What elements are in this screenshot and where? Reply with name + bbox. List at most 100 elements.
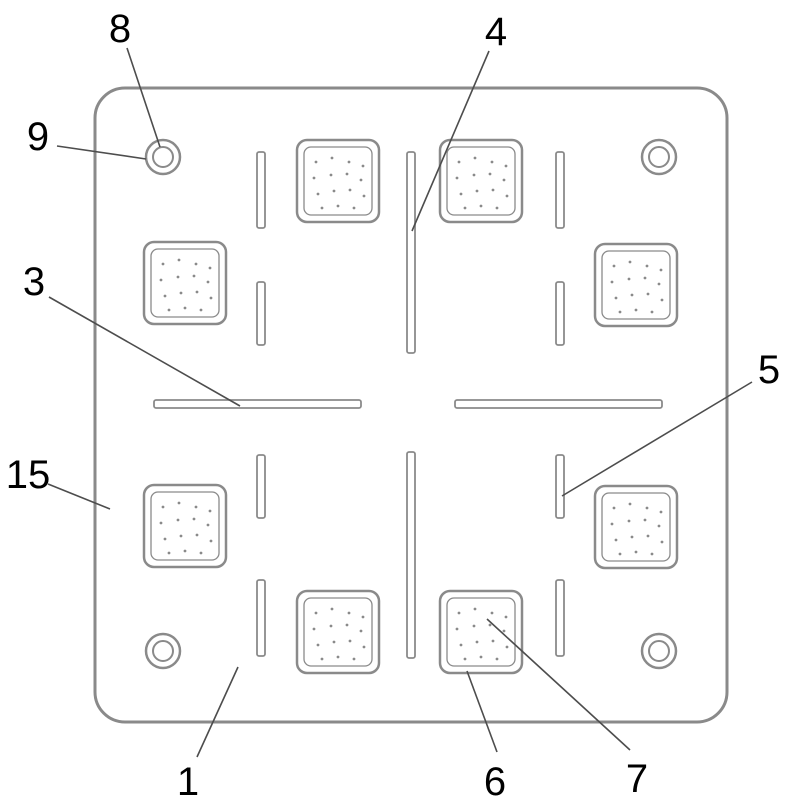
label-6: 6 xyxy=(484,760,506,800)
pad-dot xyxy=(643,518,647,522)
leader-line-4 xyxy=(411,50,490,232)
pad-dot xyxy=(659,510,663,514)
pad-dot xyxy=(163,537,167,541)
pad-dot xyxy=(614,538,618,542)
slot-horizontal-1 xyxy=(454,399,663,409)
pad-outer-1 xyxy=(438,138,524,224)
pad-dot xyxy=(660,298,664,302)
leader-line-1 xyxy=(196,666,239,758)
pad-dot xyxy=(329,624,333,628)
pad-dot xyxy=(650,310,654,314)
pad-dot xyxy=(194,262,198,266)
pad-dot xyxy=(495,206,499,210)
pad-outer-4 xyxy=(142,483,228,569)
pad-dot xyxy=(347,611,351,615)
pad-dot xyxy=(488,623,492,627)
pad-dot xyxy=(159,521,163,525)
mounting-plate xyxy=(93,86,729,724)
pad-inner-5 xyxy=(601,492,671,562)
pad-outer-6 xyxy=(295,589,381,675)
pad-dot xyxy=(192,274,196,278)
pad-dot xyxy=(488,172,492,176)
leader-line-5 xyxy=(561,381,753,497)
pad-dot xyxy=(627,519,631,523)
pad-dot xyxy=(348,188,352,192)
pad-dot xyxy=(167,308,171,312)
pad-dot xyxy=(195,290,199,294)
pad-dot xyxy=(502,629,506,633)
label-3: 3 xyxy=(23,260,45,304)
pad-dot xyxy=(618,552,622,556)
pad-dot xyxy=(634,308,638,312)
slot-vertical-7 xyxy=(555,579,565,657)
pad-dot xyxy=(163,294,167,298)
pad-dot xyxy=(362,194,366,198)
pad-dot xyxy=(495,657,499,661)
leader-line-15 xyxy=(47,483,111,510)
pad-dot xyxy=(320,206,324,210)
pad-dot xyxy=(475,640,479,644)
pad-dot xyxy=(614,296,618,300)
pad-dot xyxy=(352,206,356,210)
corner-hole-inner-3 xyxy=(648,640,670,662)
pad-dot xyxy=(199,551,203,555)
pad-dot xyxy=(208,266,212,270)
corner-hole-inner-1 xyxy=(648,146,670,168)
pad-dot xyxy=(645,264,649,268)
pad-dot xyxy=(167,551,171,555)
pad-outer-2 xyxy=(142,240,228,326)
slot-vertical-3 xyxy=(256,579,266,657)
slot-vertical-6 xyxy=(555,454,565,519)
pad-dot xyxy=(659,268,663,272)
pad-dot xyxy=(646,292,650,296)
pad-dot xyxy=(459,192,463,196)
slot-vertical-2 xyxy=(256,454,266,519)
pad-dot xyxy=(362,645,366,649)
pad-dot xyxy=(491,188,495,192)
pad-outer-7 xyxy=(438,589,524,675)
pad-outer-3 xyxy=(593,242,679,328)
pad-inner-6 xyxy=(303,597,373,667)
pad-dot xyxy=(352,657,356,661)
pad-dot xyxy=(316,643,320,647)
pad-dot xyxy=(177,501,181,505)
pad-dot xyxy=(176,275,180,279)
slot-horizontal-0 xyxy=(153,399,362,409)
pad-dot xyxy=(330,156,334,160)
pad-dot xyxy=(657,282,661,286)
pad-dot xyxy=(628,502,632,506)
pad-dot xyxy=(463,206,467,210)
pad-dot xyxy=(660,540,664,544)
pad-outer-0 xyxy=(295,138,381,224)
pad-inner-3 xyxy=(601,250,671,320)
label-7: 7 xyxy=(626,757,648,800)
pad-dot xyxy=(361,164,365,168)
pad-dot xyxy=(505,194,509,198)
corner-hole-outer-1 xyxy=(640,138,678,176)
pad-dot xyxy=(463,657,467,661)
leader-line-7 xyxy=(486,618,631,751)
pad-dot xyxy=(610,522,614,526)
pad-dot xyxy=(330,607,334,611)
pad-dot xyxy=(491,639,495,643)
pad-dot xyxy=(316,192,320,196)
pad-dot xyxy=(183,549,187,553)
pad-dot xyxy=(627,277,631,281)
pad-dot xyxy=(610,280,614,284)
pad-dot xyxy=(347,160,351,164)
pad-dot xyxy=(359,629,363,633)
pad-dot xyxy=(177,258,181,262)
pad-dot xyxy=(179,291,183,295)
pad-dot xyxy=(161,505,165,509)
pad-dot xyxy=(502,178,506,182)
pad-dot xyxy=(612,506,616,510)
pad-dot xyxy=(183,306,187,310)
pad-dot xyxy=(320,657,324,661)
pad-dot xyxy=(457,611,461,615)
pad-dot xyxy=(332,640,336,644)
pad-dot xyxy=(332,189,336,193)
slot-vertical-8 xyxy=(406,151,416,354)
pad-dot xyxy=(312,176,316,180)
pad-dot xyxy=(490,611,494,615)
